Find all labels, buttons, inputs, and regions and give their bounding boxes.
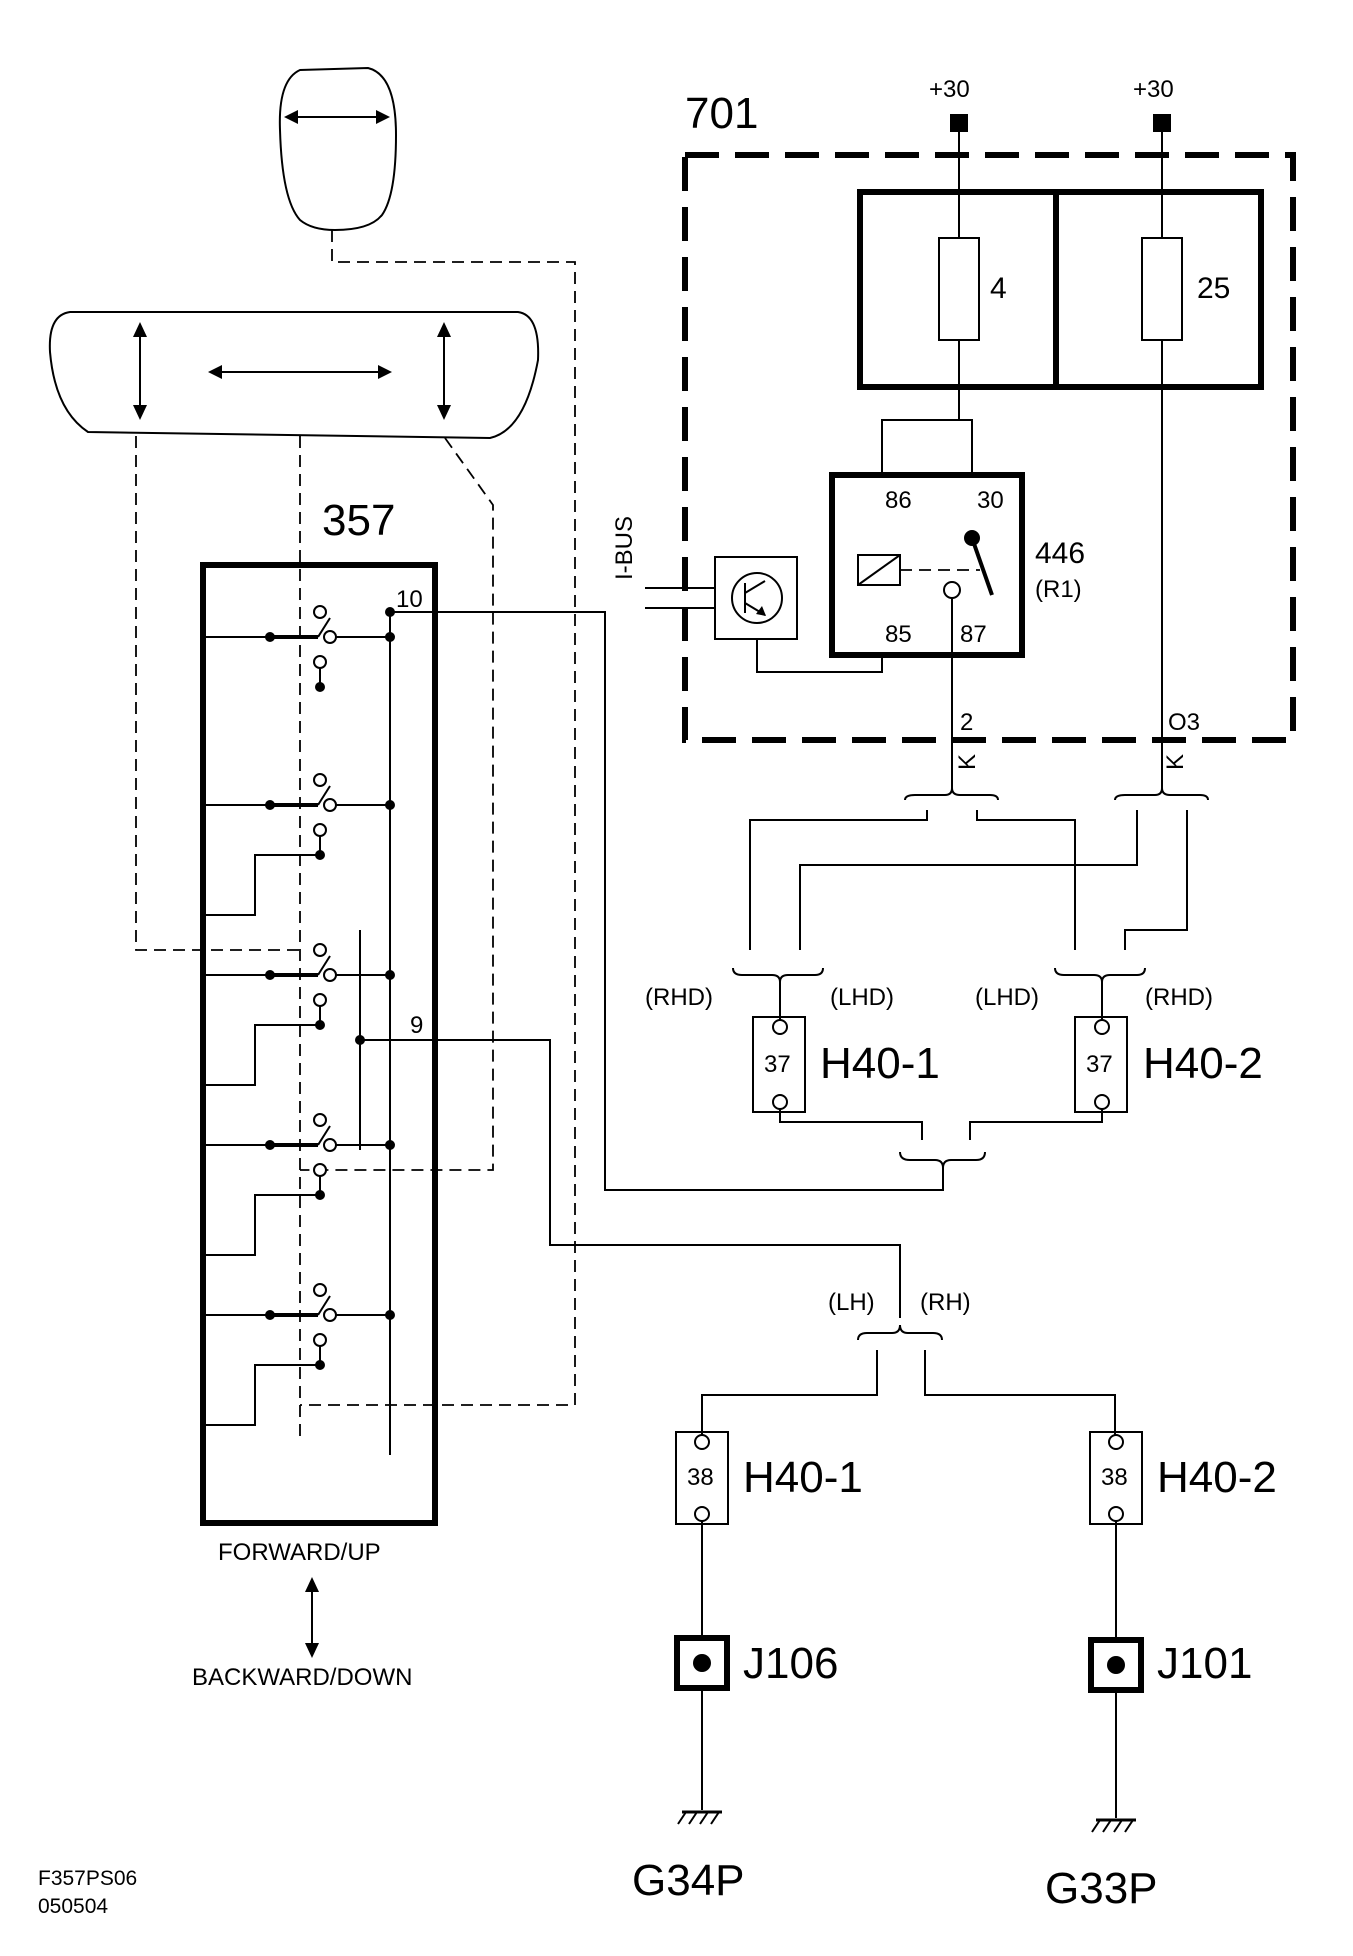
supply-30-b-label: +30 bbox=[1133, 76, 1174, 103]
switch-contact-open bbox=[313, 943, 327, 957]
switch-contact-open bbox=[313, 1333, 327, 1347]
relay-coil-icon bbox=[857, 554, 980, 586]
module-id-label: 701 bbox=[685, 89, 758, 138]
fuse-25 bbox=[1141, 237, 1183, 341]
mechanical-linkages bbox=[135, 230, 576, 1440]
fuse-4 bbox=[938, 237, 980, 341]
supply-terminal-a bbox=[950, 114, 968, 132]
relay-pin-30: 30 bbox=[977, 487, 1004, 514]
switch-contact-open bbox=[323, 630, 337, 644]
h40-2-pin-38: 38 bbox=[1101, 1464, 1128, 1491]
switch-blade bbox=[317, 617, 331, 638]
j106-label: J106 bbox=[743, 1639, 838, 1688]
switch-blade bbox=[317, 1125, 331, 1146]
pin-o3-label: O3 bbox=[1168, 709, 1200, 736]
forward-up-label: FORWARD/UP bbox=[218, 1539, 381, 1566]
wire-k-2: K bbox=[1162, 754, 1189, 770]
splice-bracket-lower bbox=[899, 1151, 986, 1169]
ground-icon-g33p bbox=[1091, 1818, 1136, 1833]
switch-contacts bbox=[205, 605, 395, 1455]
h40-2-lower-label: H40-2 bbox=[1157, 1453, 1277, 1502]
relay-pin-86: 86 bbox=[885, 487, 912, 514]
ground-icon-g34p bbox=[677, 1810, 722, 1825]
switch-contact-open bbox=[323, 1138, 337, 1152]
switch-contact-open bbox=[323, 968, 337, 982]
h40-1-upper-label: H40-1 bbox=[820, 1039, 940, 1088]
h40-2-pin-37: 37 bbox=[1086, 1051, 1113, 1078]
switch-contact-open bbox=[323, 798, 337, 812]
switch-blade bbox=[317, 785, 331, 806]
switch-contact-open bbox=[313, 1163, 327, 1177]
h40-1-pin-37: 37 bbox=[764, 1051, 791, 1078]
relay-pin-85: 85 bbox=[885, 621, 912, 648]
lhd-label-2: (LHD) bbox=[975, 984, 1039, 1011]
rhd-label-2: (RHD) bbox=[1145, 984, 1213, 1011]
figure-code: F357PS06 bbox=[38, 1867, 137, 1890]
relay-ref-label: (R1) bbox=[1035, 576, 1082, 603]
up-down-arrow-icon bbox=[305, 1577, 319, 1658]
switch-contact-open bbox=[323, 1308, 337, 1322]
switch-cross-link bbox=[205, 1194, 320, 1256]
ibus-driver-box bbox=[714, 556, 798, 640]
switch-contact-open bbox=[313, 773, 327, 787]
switch-blade bbox=[317, 955, 331, 976]
switch-contact-open bbox=[313, 1113, 327, 1127]
switch-blade bbox=[317, 1295, 331, 1316]
wire-k-1: K bbox=[954, 754, 981, 770]
fuse-4-label: 4 bbox=[990, 272, 1007, 305]
switch-contact-open bbox=[313, 605, 327, 619]
switch-contact-open bbox=[313, 655, 327, 669]
switch-pin-9-label: 9 bbox=[410, 1012, 423, 1039]
splice-bracket-lh-rh bbox=[857, 1324, 943, 1341]
splice-bracket-h40-1 bbox=[732, 967, 824, 983]
lh-label: (LH) bbox=[828, 1289, 875, 1316]
transistor-icon bbox=[731, 572, 783, 624]
figure-date: 050504 bbox=[38, 1895, 108, 1918]
splice-bracket-h40-2 bbox=[1054, 967, 1146, 983]
h40-1-lower-label: H40-1 bbox=[743, 1453, 863, 1502]
switch-junction-dot bbox=[265, 970, 275, 980]
j101-label: J101 bbox=[1157, 1639, 1252, 1688]
ground-g34p-label: G34P bbox=[632, 1856, 745, 1905]
supply-30-a-label: +30 bbox=[929, 76, 970, 103]
supply-terminal-b bbox=[1153, 114, 1171, 132]
module-701-outline bbox=[682, 152, 1296, 743]
switch-cross-link bbox=[205, 854, 320, 916]
ground-g33p-label: G33P bbox=[1045, 1864, 1158, 1913]
switch-junction-dot bbox=[265, 632, 275, 642]
relay-pin-87: 87 bbox=[960, 621, 987, 648]
seat-headrest bbox=[278, 66, 398, 232]
switch-contact-open bbox=[313, 1283, 327, 1297]
lhd-label-1: (LHD) bbox=[830, 984, 894, 1011]
relay-contact-icon bbox=[943, 530, 994, 599]
rhd-label-1: (RHD) bbox=[645, 984, 713, 1011]
backward-down-label: BACKWARD/DOWN bbox=[192, 1664, 412, 1691]
switch-contact-open bbox=[313, 993, 327, 1007]
switch-junction-dot bbox=[265, 800, 275, 810]
fuse-25-label: 25 bbox=[1197, 272, 1230, 305]
h40-1-pin-38: 38 bbox=[687, 1464, 714, 1491]
switch-pin-10-label: 10 bbox=[396, 586, 423, 613]
switch-id-label: 357 bbox=[322, 496, 395, 545]
pin-2-label: 2 bbox=[960, 709, 973, 736]
switch-junction-dot bbox=[315, 682, 325, 692]
relay-446 bbox=[829, 472, 1025, 658]
relay-id-label: 446 bbox=[1035, 537, 1085, 570]
splice-bracket-2 bbox=[904, 787, 999, 801]
seat-cushion bbox=[48, 311, 540, 440]
switch-junction-dot bbox=[265, 1140, 275, 1150]
h40-2-upper-label: H40-2 bbox=[1143, 1039, 1263, 1088]
ibus-label: I-BUS bbox=[611, 516, 638, 580]
splice-bracket-o3 bbox=[1114, 787, 1209, 801]
switch-cross-link bbox=[205, 1024, 320, 1086]
switch-contact-open bbox=[313, 823, 327, 837]
rh-label: (RH) bbox=[920, 1289, 971, 1316]
switch-junction-dot bbox=[265, 1310, 275, 1320]
switch-cross-link bbox=[205, 1364, 320, 1426]
switch-357-housing bbox=[200, 562, 438, 1526]
